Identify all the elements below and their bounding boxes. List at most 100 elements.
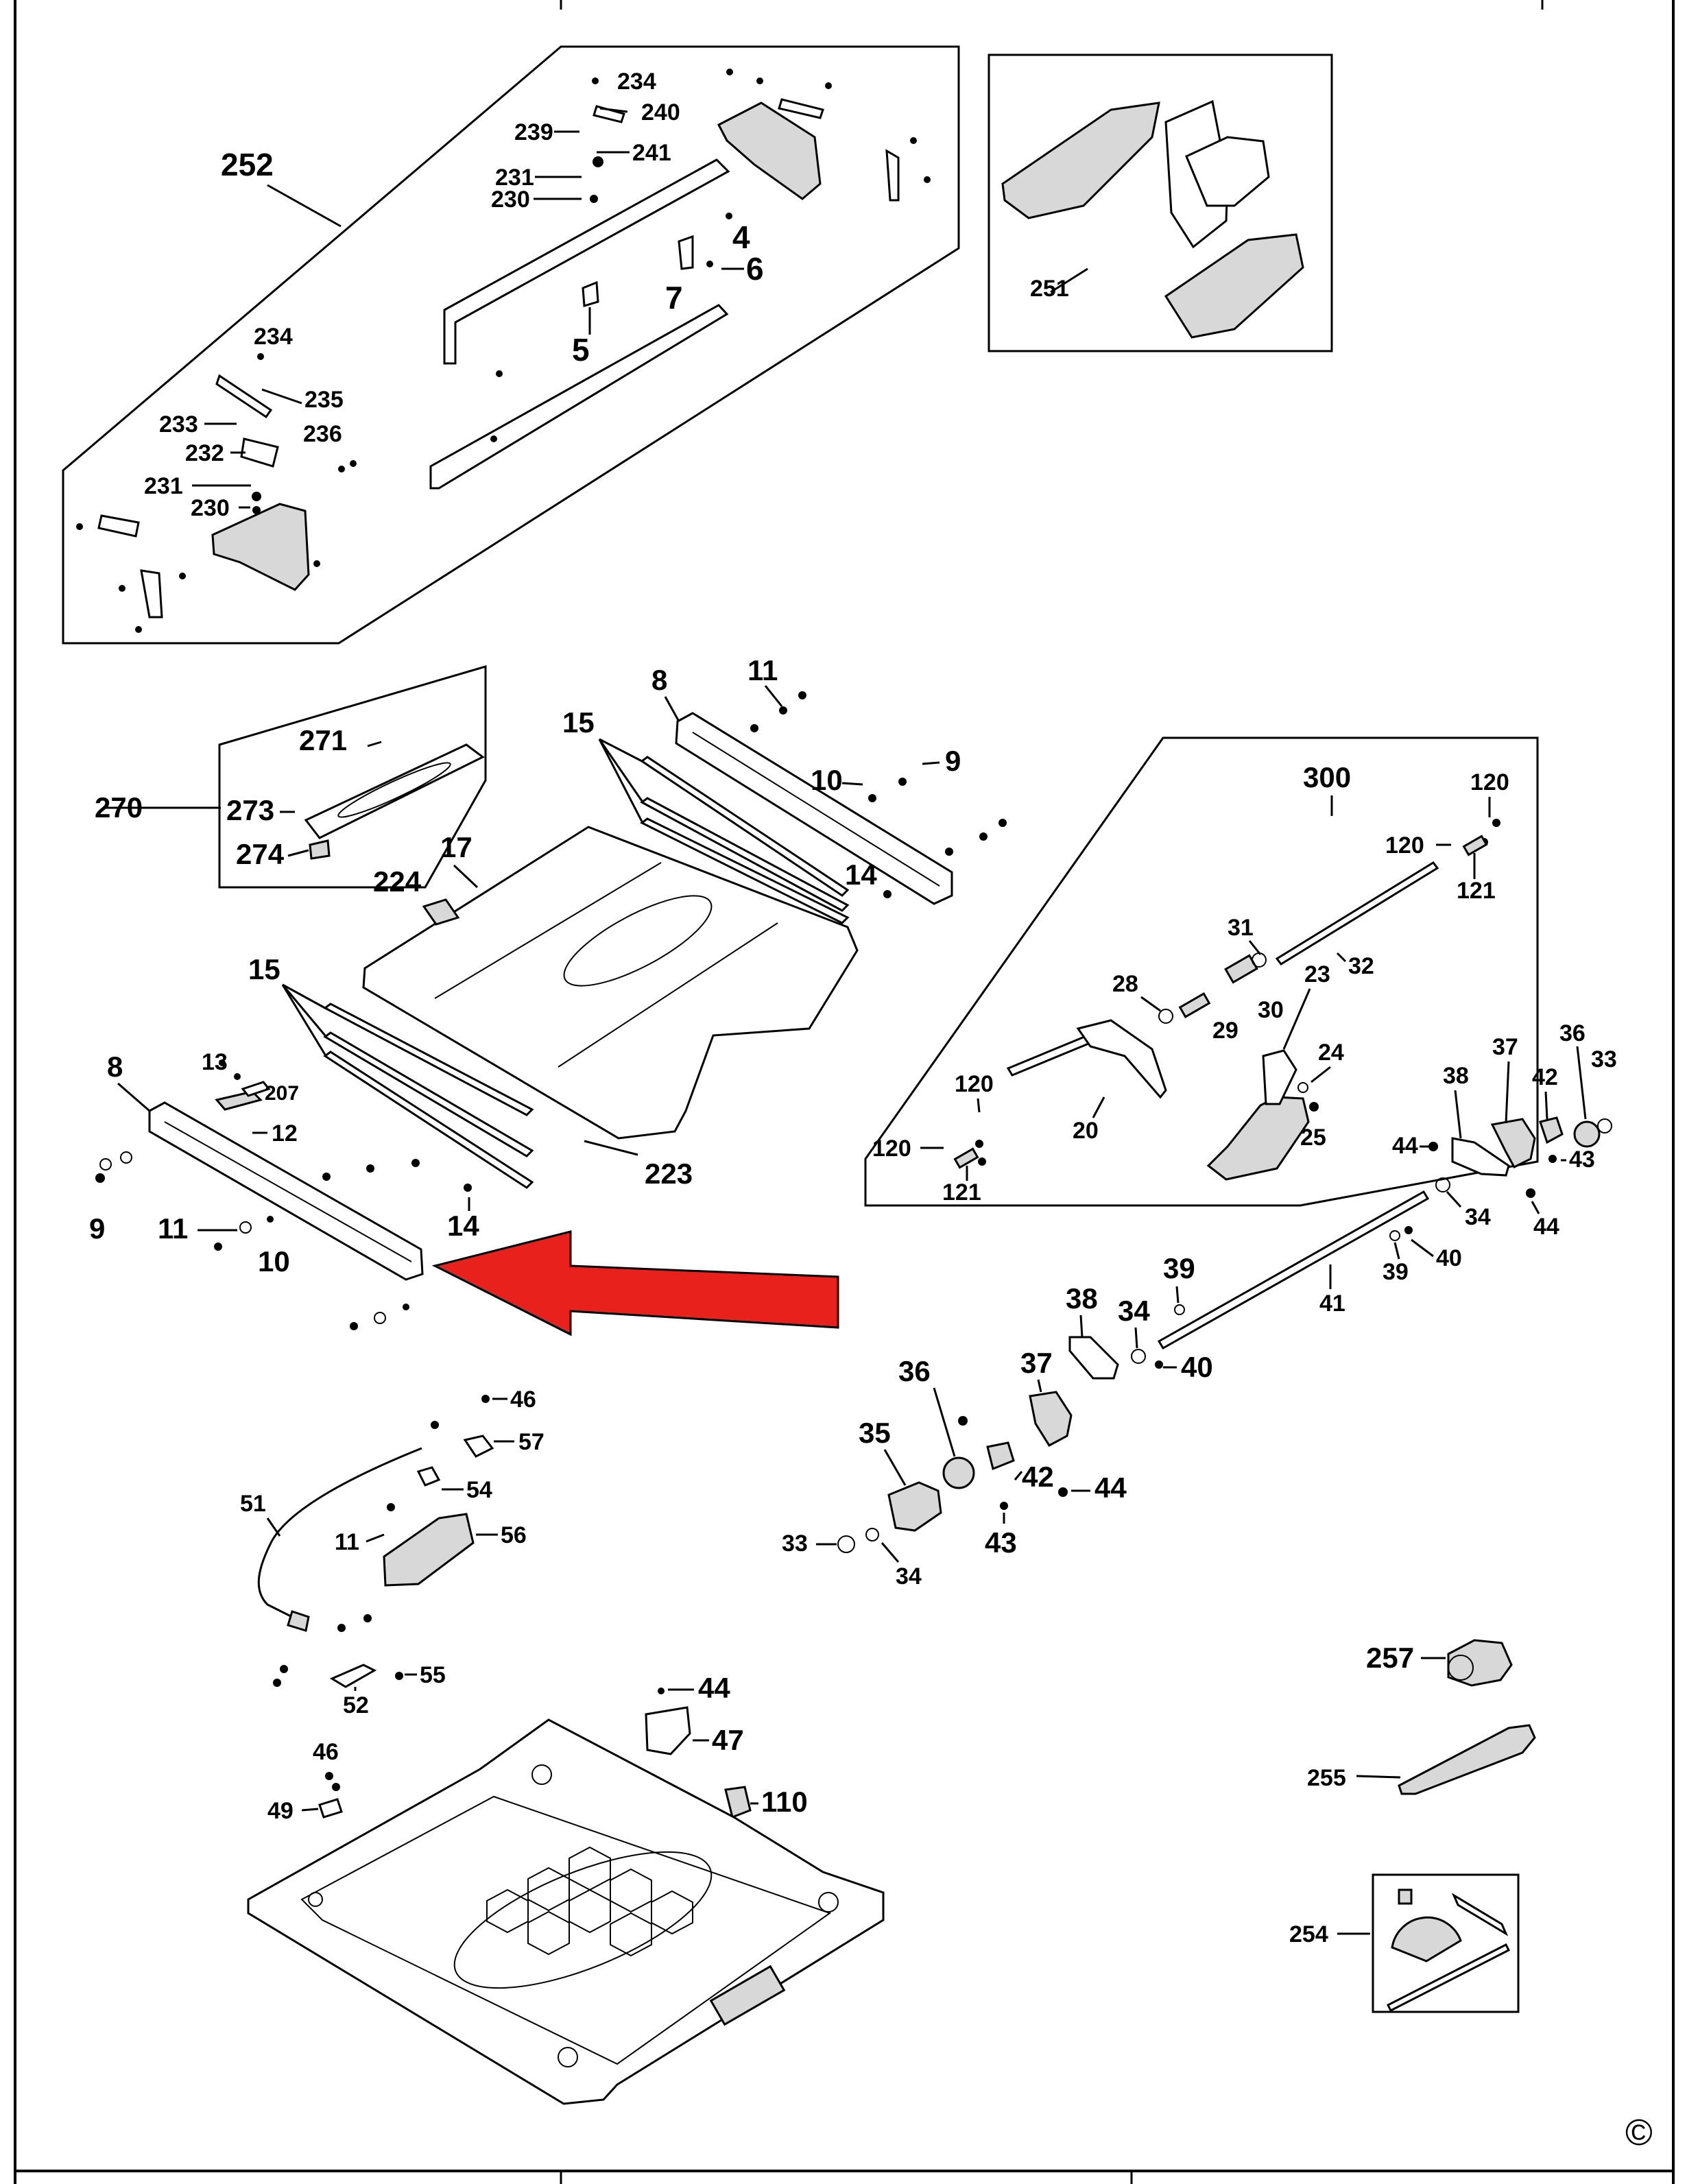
screw <box>411 1159 420 1167</box>
callout: 47 <box>712 1724 744 1756</box>
callout: 34 <box>1118 1295 1150 1327</box>
bracket-37-upper <box>1490 1118 1536 1168</box>
callout: 9 <box>945 745 961 777</box>
callout: 29 <box>1212 1018 1239 1044</box>
callout: 25 <box>1300 1125 1326 1151</box>
cable-51 <box>257 1447 422 1620</box>
callout: 232 <box>185 440 224 466</box>
arm-23 <box>1262 1049 1297 1105</box>
accessories: 257 255 254 <box>1289 1639 1536 2013</box>
callout: 121 <box>1457 878 1496 904</box>
washer <box>99 1158 112 1171</box>
callout: 43 <box>985 1526 1017 1559</box>
screw <box>590 195 598 203</box>
screw <box>958 1416 968 1426</box>
screw <box>706 261 713 267</box>
callout: 44 <box>1392 1133 1418 1159</box>
plate-49 <box>318 1798 343 1819</box>
washer-34b <box>1131 1349 1146 1364</box>
page-frame <box>14 0 1675 2184</box>
screw <box>325 1772 333 1780</box>
screw <box>179 573 186 579</box>
gear-36-upper <box>1573 1120 1601 1148</box>
callout: 15 <box>562 706 595 739</box>
throat-plate <box>304 743 485 839</box>
screw <box>387 1503 395 1511</box>
screw <box>219 1059 226 1066</box>
fence-rail-lower <box>429 304 729 490</box>
callout: 28 <box>1112 971 1138 997</box>
fence-head-left <box>211 503 310 591</box>
callout: 34 <box>1465 1204 1491 1230</box>
honeycomb-ribs <box>486 1846 693 1957</box>
callout: 37 <box>1492 1034 1518 1060</box>
group-251-blade-guard: 251 <box>988 53 1333 352</box>
callout: 230 <box>191 495 230 521</box>
screw <box>135 626 142 633</box>
clip-top <box>593 105 625 123</box>
callout: 6 <box>746 251 764 287</box>
label-224 <box>422 898 460 926</box>
washer <box>374 1312 386 1324</box>
screw <box>756 77 763 84</box>
rail-strip-front-3 <box>323 1051 534 1189</box>
washer-34 <box>865 1528 879 1541</box>
callout: 36 <box>898 1355 931 1387</box>
callout: 12 <box>272 1120 298 1147</box>
callout: 40 <box>1181 1351 1213 1383</box>
group-270-outline <box>218 664 487 889</box>
knob-35 <box>887 1481 942 1532</box>
table-top <box>362 826 859 1140</box>
cable-end <box>287 1610 310 1632</box>
nut-42-upper <box>1539 1116 1564 1144</box>
group-300-outline <box>864 736 1539 1207</box>
callout: 241 <box>632 140 671 166</box>
spring-121b <box>953 1147 979 1169</box>
callout: 23 <box>1304 961 1330 987</box>
screw <box>1548 1155 1557 1163</box>
shaft-32 <box>1275 861 1439 965</box>
screw <box>350 460 357 467</box>
screw <box>332 1783 340 1791</box>
callout: 240 <box>641 99 680 125</box>
callout: 36 <box>1559 1020 1586 1046</box>
copyright-mark: © <box>1625 2112 1653 2153</box>
washer <box>239 1221 252 1234</box>
miter-gauge-box <box>1372 1873 1520 2013</box>
callout: 33 <box>1591 1046 1617 1072</box>
rail-strip-top-3 <box>640 817 850 924</box>
callout: 43 <box>1569 1147 1595 1173</box>
switch-panel <box>709 1965 786 2026</box>
screw <box>366 1164 374 1173</box>
rail-strip-front-2 <box>323 1031 534 1157</box>
callout: 236 <box>303 421 342 447</box>
handle-23 <box>1206 1096 1310 1181</box>
screw <box>1404 1226 1413 1234</box>
screw <box>257 353 264 360</box>
callout: 42 <box>1022 1461 1054 1493</box>
screw <box>998 819 1007 827</box>
callout: 257 <box>1366 1642 1414 1674</box>
callout: 254 <box>1289 1921 1328 1947</box>
screw <box>350 1322 358 1330</box>
callout: 10 <box>258 1245 290 1277</box>
clip-39b <box>1389 1230 1400 1241</box>
callout: 54 <box>466 1477 492 1503</box>
callout: 251 <box>1030 276 1069 302</box>
callout: 39 <box>1163 1252 1195 1284</box>
rail-strip-top-2 <box>640 797 850 912</box>
clip-54 <box>416 1466 441 1487</box>
group-251-outline <box>988 53 1333 352</box>
bracket-left-bottom <box>140 569 163 619</box>
callout: 239 <box>514 119 553 145</box>
screw <box>593 156 603 167</box>
washer <box>1252 952 1267 968</box>
callout: 51 <box>240 1491 266 1517</box>
group-270-throat-plate: 271 270 273 274 <box>95 664 487 889</box>
callout: 40 <box>1436 1245 1462 1271</box>
callout: 10 <box>811 764 843 796</box>
bracket-38-lower <box>1068 1336 1119 1380</box>
callout: 120 <box>1470 769 1509 795</box>
screw <box>592 77 599 84</box>
screw <box>338 466 345 472</box>
